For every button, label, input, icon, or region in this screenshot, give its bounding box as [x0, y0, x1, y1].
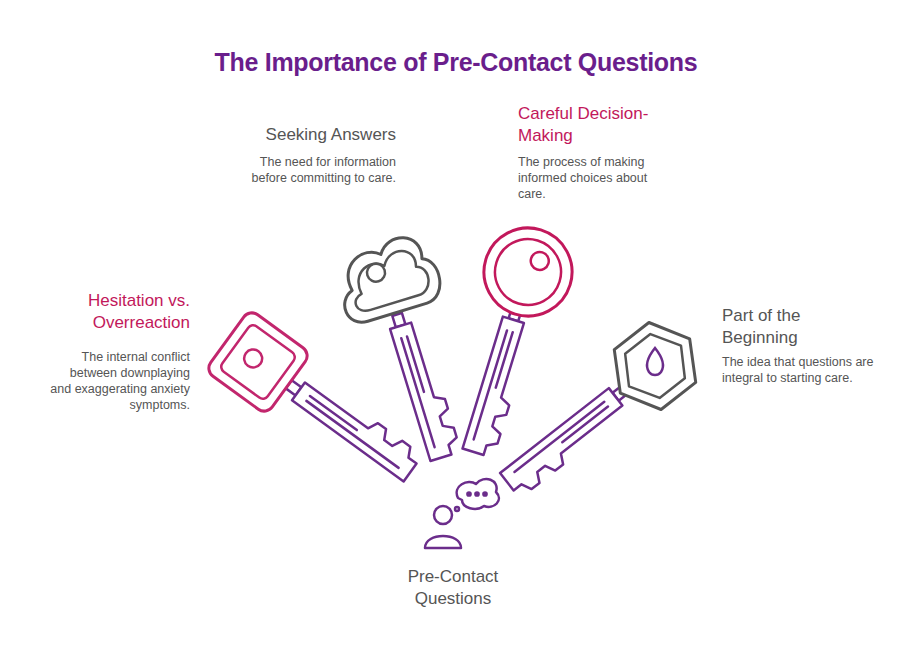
- center-label: Pre-Contact Questions: [393, 566, 513, 610]
- callout-heading: Seeking Answers: [238, 124, 396, 146]
- key-hexagon: [483, 309, 713, 512]
- person-icon: [425, 479, 499, 548]
- diagram-title: The Importance of Pre-Contact Questions: [0, 48, 912, 77]
- callout-heading: Hesitation vs. Overreaction: [62, 290, 190, 334]
- callout-heading: Part of the Beginning: [722, 305, 822, 349]
- callout-body: The internal conflict between downplayin…: [50, 349, 190, 413]
- callout-heading: Careful Decision-Making: [518, 103, 683, 147]
- callout-body: The need for information before committi…: [250, 154, 396, 186]
- callout-body: The idea that questions are integral to …: [722, 354, 878, 386]
- callout-body: The process of making informed choices a…: [518, 154, 678, 202]
